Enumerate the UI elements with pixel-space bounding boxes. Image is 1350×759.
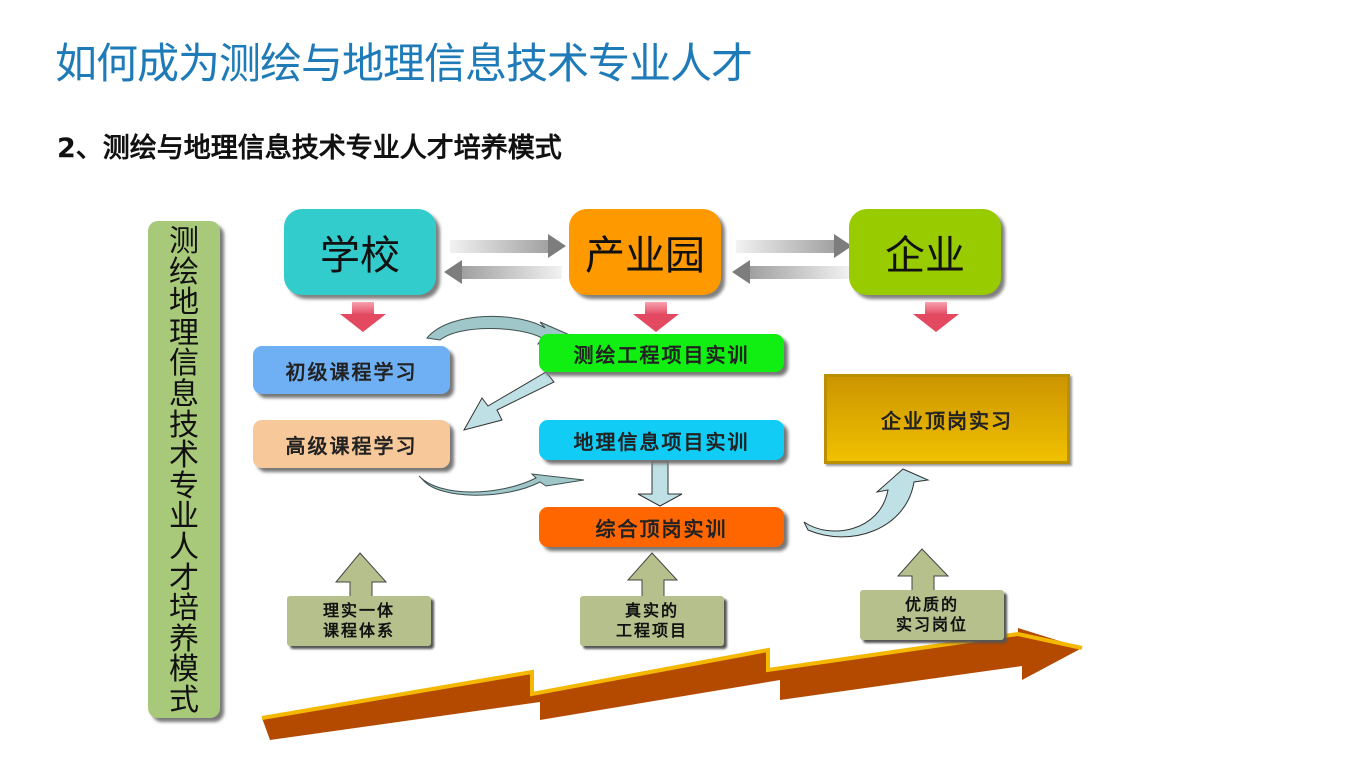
entity-industrial-park: 产业园 [569,209,721,295]
side-label-char: 专 [169,468,199,504]
down-arrow-gis-to-comprehensive [637,461,683,507]
curve-arrow-comprehensive-to-internship [803,468,930,538]
side-label-char: 理 [169,315,199,351]
support-2-line2: 工程项目 [615,621,688,640]
support-2-line1: 真实的 [624,601,679,620]
diag-arrow-survey-to-advanced [462,371,555,431]
entity-park-label: 产业园 [585,233,705,279]
side-label-char: 地 [169,285,199,321]
step-enterprise-internship: 企业顶岗实习 [824,374,1070,464]
support-1-line2: 课程体系 [322,621,395,640]
arrow-park-to-enterprise [736,234,852,258]
step-gis-project-label: 地理信息项目实训 [573,429,750,454]
down-arrow-park [633,302,679,332]
step-gis-project: 地理信息项目实训 [539,420,784,460]
curve-arrow-advanced-to-comprehensive [418,473,585,496]
arrow-school-to-park [450,234,566,258]
support-box-internship-posts: 优质的 实习岗位 [860,590,1004,640]
step-survey-project: 测绘工程项目实训 [539,334,784,372]
side-label-char: 式 [169,682,199,718]
progress-timeline-arrow [261,628,1083,740]
support-arrow-3 [896,548,950,595]
support-arrow-2 [626,552,679,601]
step-comprehensive-training: 综合顶岗实训 [539,507,784,547]
side-label-bar: 测绘地理信息技术专业人才培养模式 [148,221,220,718]
step-internship-label: 企业顶岗实习 [881,408,1013,433]
down-arrow-enterprise [913,302,959,332]
arrow-enterprise-to-park [732,260,850,284]
entity-school: 学校 [284,209,436,295]
step-comprehensive-label: 综合顶岗实训 [595,516,728,541]
support-3-line1: 优质的 [904,595,959,614]
support-box-course-system: 理实一体 课程体系 [287,596,431,646]
entity-enterprise-label: 企业 [885,233,965,279]
entity-school-label: 学校 [320,233,400,279]
step-advanced-course-label: 高级课程学习 [285,433,418,458]
step-basic-course-label: 初级课程学习 [285,359,418,384]
entity-enterprise: 企业 [849,209,1001,295]
side-label-char: 培 [169,591,199,627]
support-3-line2: 实习岗位 [895,615,968,634]
side-label-char: 养 [169,621,199,657]
side-label-char: 绘 [169,254,199,290]
step-basic-course: 初级课程学习 [253,346,450,394]
side-label-char: 人 [169,529,199,565]
step-advanced-course: 高级课程学习 [253,420,450,468]
step-survey-project-label: 测绘工程项目实训 [573,342,750,367]
side-label-char: 才 [169,560,199,596]
side-label-char: 业 [169,499,199,535]
side-label-char: 测 [169,224,199,259]
side-label-char: 息 [169,376,199,412]
down-arrow-school [340,302,386,332]
support-1-line1: 理实一体 [322,601,395,620]
section-subtitle: 2、测绘与地理信息技术专业人才培养模式 [57,133,562,164]
support-arrow-1 [334,552,388,601]
side-label-char: 技 [169,407,199,443]
support-box-real-projects: 真实的 工程项目 [580,596,724,646]
side-label-char: 模 [169,652,199,688]
side-label-char: 术 [169,438,199,474]
side-label-char: 信 [169,346,199,382]
arrow-park-to-school [444,260,562,284]
page-title: 如何成为测绘与地理信息技术专业人才 [55,39,753,88]
